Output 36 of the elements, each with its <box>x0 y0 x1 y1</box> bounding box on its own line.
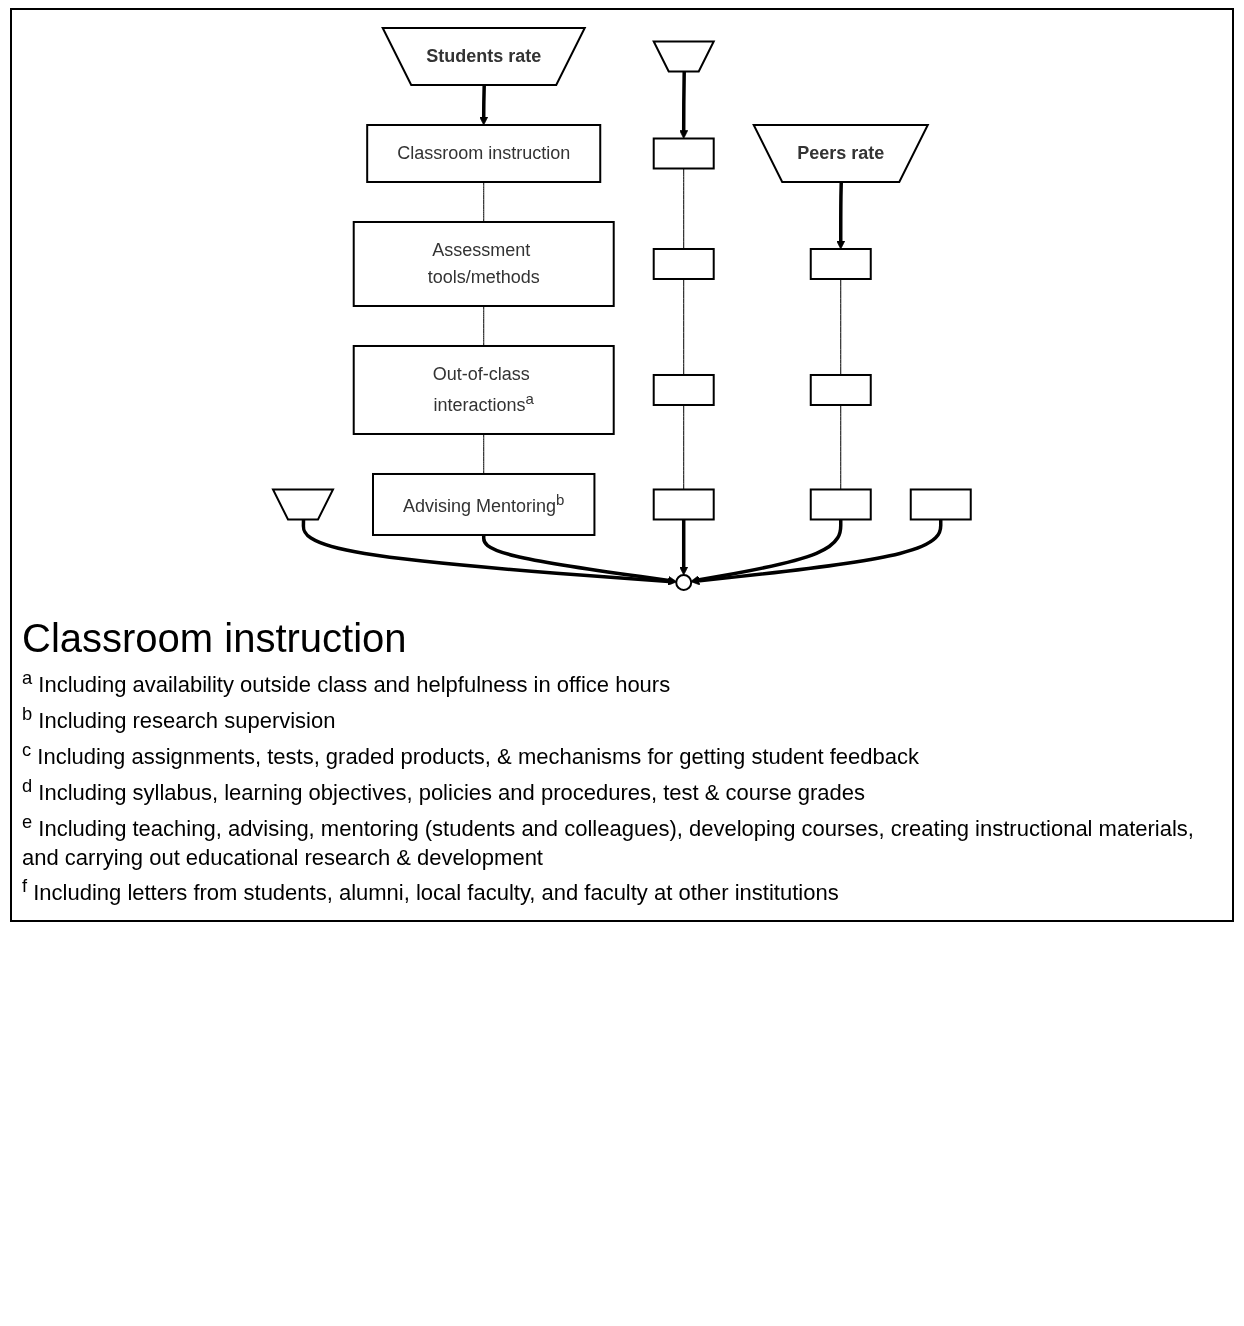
arrow <box>679 519 689 576</box>
node-box <box>652 137 715 170</box>
arrow <box>836 182 846 250</box>
node-circle <box>675 574 693 591</box>
arrow <box>301 519 677 586</box>
node-box: Out-of-class interactions$^{a}$ <box>352 345 615 435</box>
node-box <box>809 488 872 521</box>
node-box: Advising Mentoring$^{b}$ <box>372 473 596 536</box>
footnote-text: $^{a}$ Including availability outside class and helpfulness in office hours <box>22 666 672 700</box>
connector <box>683 404 685 490</box>
footnote-text: $^{b}$ Including research supervision <box>22 701 337 736</box>
arrow <box>679 71 689 139</box>
node-box <box>652 248 715 280</box>
node-box <box>809 248 872 280</box>
connector <box>683 168 685 250</box>
footnote-text: $^{c}$ Including assignments, tests, graded products, & mechanisms for getting student feedback <box>22 737 920 772</box>
connector <box>840 404 842 490</box>
footnote-text: $^{d}$ Including syllabus, learning objectives, policies and procedures, test & course grades <box>22 773 866 808</box>
node-box: Assessment tools/methods <box>352 221 615 307</box>
connector <box>483 433 485 475</box>
node-trapezoid <box>652 40 716 73</box>
connector <box>840 278 842 376</box>
node-box <box>652 374 715 406</box>
node-box: Classroom instruction <box>366 124 602 183</box>
footnote-text: $^{f}$ Including letters from students, alumni, local faculty, and faculty at other institutions <box>22 874 840 908</box>
node-box <box>809 374 872 406</box>
connector <box>483 305 485 347</box>
note-text: Classroom instruction <box>22 615 408 662</box>
connector <box>683 278 685 376</box>
connector <box>483 181 485 223</box>
node-box <box>652 488 715 521</box>
footnote-text: $^{e}$ Including teaching, advising, mentoring (students and colleagues), developing courses, creating instructional materials, and carrying out educational research & development <box>22 809 1195 872</box>
arrow <box>479 85 489 126</box>
node-trapezoid <box>271 488 335 521</box>
arrow <box>690 519 943 586</box>
node-box <box>909 488 972 521</box>
